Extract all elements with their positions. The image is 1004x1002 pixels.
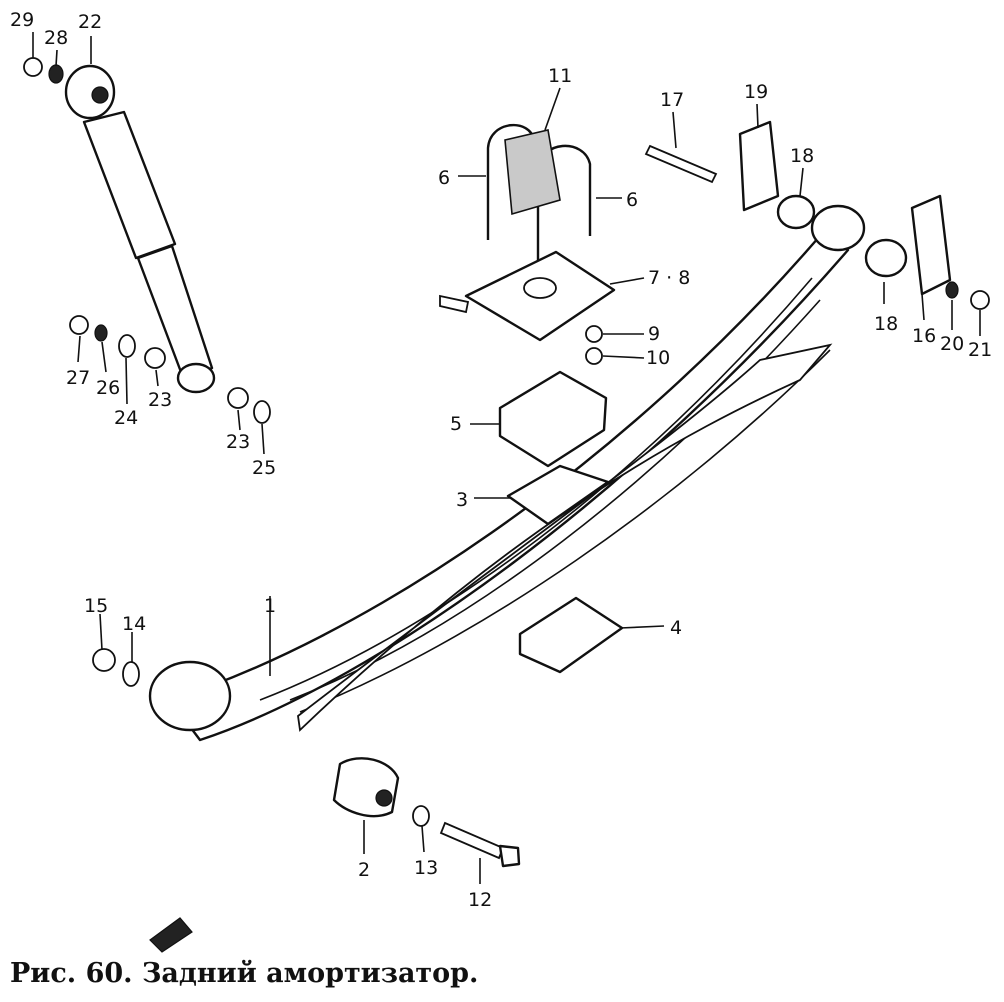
callout-24: 24 xyxy=(114,407,138,429)
callout-4: 4 xyxy=(670,617,682,639)
callout-12: 12 xyxy=(468,889,492,911)
callout-27: 27 xyxy=(66,367,90,389)
leader-lines xyxy=(32,32,981,884)
u-bolts xyxy=(486,124,592,268)
figure-caption: Рис. 60. Задний амортизатор. xyxy=(10,958,479,989)
callout-29: 29 xyxy=(10,9,34,31)
callout-7-8: 7 · 8 xyxy=(648,267,690,289)
callout-9: 9 xyxy=(648,323,660,345)
callout-26: 26 xyxy=(96,377,120,399)
callout-14: 14 xyxy=(122,613,146,635)
callout-10: 10 xyxy=(646,347,670,369)
callout-18-bottom: 18 xyxy=(874,313,898,335)
lower-shock-hardware xyxy=(69,315,271,424)
shackle-plate-19 xyxy=(738,120,780,212)
nut-21 xyxy=(970,290,990,310)
nut-20 xyxy=(945,281,959,299)
callout-17: 17 xyxy=(660,89,684,111)
nut-9 xyxy=(585,325,603,343)
callout-16: 16 xyxy=(912,325,936,347)
callout-2: 2 xyxy=(358,859,370,881)
callout-28: 28 xyxy=(44,27,68,49)
bolt-12 xyxy=(439,821,521,868)
callout-19: 19 xyxy=(744,81,768,103)
nut-10 xyxy=(585,347,603,365)
rubber-pad-5 xyxy=(498,370,608,468)
spring-seat-3 xyxy=(506,464,610,526)
front-direction-icon xyxy=(149,917,193,953)
shock-nut-29 xyxy=(23,57,43,77)
callout-22: 22 xyxy=(78,11,102,33)
spring-pad-plate-4 xyxy=(518,596,624,674)
callout-11: 11 xyxy=(548,65,572,87)
callout-23-right: 23 xyxy=(226,431,250,453)
nut-15 xyxy=(92,648,116,672)
callout-1: 1 xyxy=(264,595,276,617)
washer-14 xyxy=(122,661,140,687)
callout-6-left: 6 xyxy=(438,167,450,189)
callout-25: 25 xyxy=(252,457,276,479)
nut-13 xyxy=(412,805,430,827)
spring-plate-7-8 xyxy=(439,250,616,342)
callout-labels: 29 28 22 11 6 6 17 19 18 18 7 · 8 9 10 1… xyxy=(10,9,992,911)
leaf-spring xyxy=(148,204,866,742)
callout-20: 20 xyxy=(940,333,964,355)
callout-3: 3 xyxy=(456,489,468,511)
callout-21: 21 xyxy=(968,339,992,361)
callout-23-left: 23 xyxy=(148,389,172,411)
callout-5: 5 xyxy=(450,413,462,435)
callout-18-top: 18 xyxy=(790,145,814,167)
callout-15: 15 xyxy=(84,595,108,617)
shackle-plate-16 xyxy=(910,194,952,296)
spring-bushing-2 xyxy=(332,757,400,818)
callout-13: 13 xyxy=(414,857,438,879)
shackle-bolt-17 xyxy=(644,144,718,184)
callout-6-right: 6 xyxy=(626,189,638,211)
shock-absorber xyxy=(64,64,216,394)
shock-washer-28 xyxy=(48,64,64,84)
shackle-bushing-18 xyxy=(776,194,908,278)
